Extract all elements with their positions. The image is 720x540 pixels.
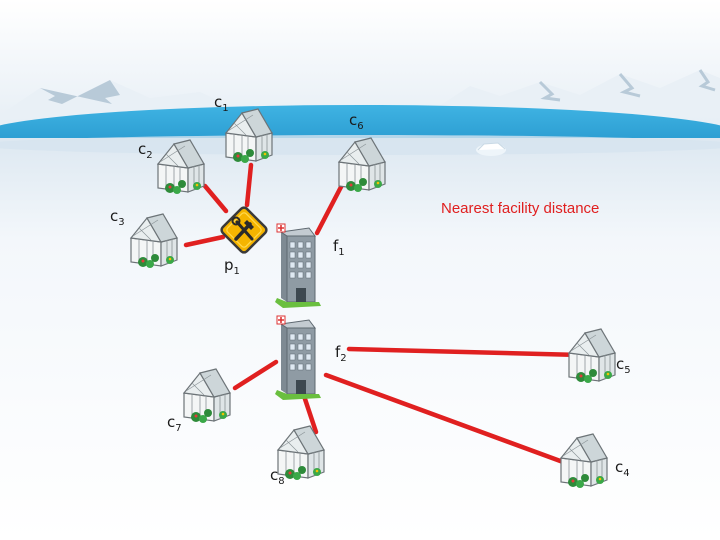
label-f1: f1 [333,237,345,258]
node-p1-tools-sign-icon [218,204,270,256]
label-c7-subscript: 7 [175,423,182,434]
edge-c7-f2 [232,359,279,391]
label-c5-subscript: 5 [624,365,631,376]
label-c4: c4 [615,458,630,479]
node-c5-greenhouse-icon [568,328,616,384]
label-c1-base: c [214,93,223,111]
label-c2-subscript: 2 [146,150,153,161]
edge-c1-p1 [244,162,254,208]
label-f2: f2 [335,343,347,364]
label-p1-subscript: 1 [233,266,240,277]
label-c5-base: c [616,355,625,373]
label-c8-subscript: 8 [278,476,285,487]
node-c2-greenhouse-icon [157,139,205,195]
edge-c6-f1 [314,182,345,236]
node-c1-greenhouse-icon [225,108,273,164]
edge-c5-f2 [346,346,583,358]
label-p1: p1 [224,256,240,277]
floating-ice-icon [476,142,506,156]
label-c8-base: c [270,466,279,484]
label-f1-base: f [333,237,339,255]
label-c7: c7 [167,413,182,434]
legend-nearest-facility-distance: Nearest facility distance [441,200,600,217]
label-f2-subscript: 2 [340,353,347,364]
label-c3-subscript: 3 [118,217,125,228]
label-c5: c5 [616,355,631,376]
label-c4-subscript: 4 [623,468,630,479]
node-c6-greenhouse-icon [338,137,386,193]
label-p1-base: p [224,256,234,274]
label-c2: c2 [138,140,153,161]
label-c1: c1 [214,93,229,114]
node-f2-hospital-building-icon [274,315,322,401]
edges [183,162,583,465]
label-c3-base: c [110,207,119,225]
node-f1-hospital-building-icon [274,223,322,309]
node-c8-greenhouse-icon [277,425,325,481]
label-f2-base: f [335,343,341,361]
label-c4-base: c [615,458,624,476]
edge-c2-p1 [202,183,229,214]
node-c7-greenhouse-icon [183,368,231,424]
label-c3: c3 [110,207,125,228]
node-c4-greenhouse-icon [560,433,608,489]
label-c6: c6 [349,111,364,132]
label-c8: c8 [270,466,285,487]
label-c2-base: c [138,140,147,158]
edge-c3-p1 [183,234,226,248]
nodes [130,108,616,489]
label-c7-base: c [167,413,176,431]
label-f1-subscript: 1 [338,247,345,258]
label-c1-subscript: 1 [222,103,229,114]
node-c3-greenhouse-icon [130,213,178,269]
label-c6-base: c [349,111,358,129]
label-c6-subscript: 6 [357,121,364,132]
edge-c4-f2 [323,372,566,465]
